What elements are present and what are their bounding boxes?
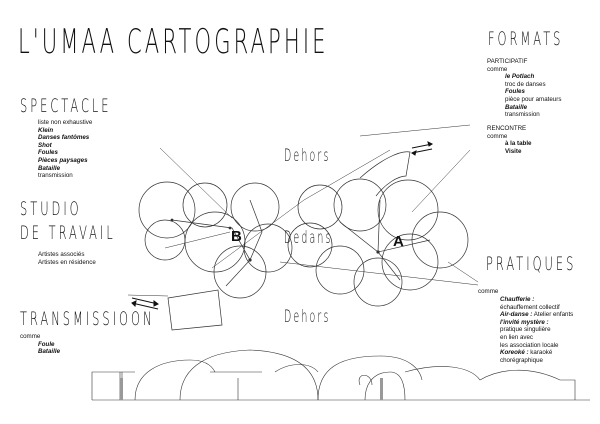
transmission-item: Bataille bbox=[38, 348, 61, 356]
studio-heading-line1: STUDIO bbox=[20, 198, 82, 220]
ramp-left bbox=[167, 289, 223, 331]
spectacle-item: Klein bbox=[38, 126, 54, 134]
spectacle-list: liste non exhaustive Klein Danses fantôm… bbox=[38, 119, 92, 180]
pratique-desc: en lien avec bbox=[500, 333, 534, 341]
spectacle-intro: liste non exhaustive bbox=[38, 119, 93, 126]
transmission-item: Foule bbox=[38, 340, 55, 348]
spectacle-item: Danses fantômes bbox=[38, 134, 90, 142]
transmission-list: comme Foule Bataille bbox=[20, 333, 60, 356]
page-title: L'UMAA CARTOGRAPHIE bbox=[18, 22, 329, 62]
zone-b-label: B bbox=[231, 228, 242, 245]
pratiques-heading: PRATIQUES bbox=[486, 253, 577, 275]
studio-list: Artistes associés Artistes en résidence bbox=[38, 251, 96, 266]
pratique-desc: pratique singulière bbox=[500, 326, 551, 334]
pratique-desc: karaoké bbox=[530, 349, 553, 357]
participatif-item-name: Foules bbox=[505, 88, 525, 96]
pratique-name: Chaufferie : bbox=[500, 296, 535, 303]
pratique-desc: les association locale bbox=[500, 341, 559, 349]
formats-heading: FORMATS bbox=[488, 28, 564, 50]
participatif-intro: comme bbox=[487, 65, 508, 73]
rencontre-intro: comme bbox=[487, 132, 508, 140]
formats-participatif: PARTICIPATIF comme le Potlach troc de da… bbox=[487, 58, 561, 119]
rencontre-item: Visite bbox=[505, 147, 522, 155]
spectacle-item: Shot bbox=[38, 141, 52, 149]
pratiques-list: Chaufferie : échauffement collectif Air-… bbox=[500, 296, 573, 364]
zone-a-label: A bbox=[393, 233, 404, 250]
dedans-label: Dedans bbox=[284, 228, 333, 248]
participatif-item-name: Bataille bbox=[505, 103, 528, 111]
participatif-item-desc: transmission bbox=[505, 111, 540, 119]
participatif-item-desc: pièce pour amateurs bbox=[505, 95, 562, 103]
spectacle-heading: SPECTACLE bbox=[20, 95, 112, 117]
participatif-item-desc: troc de danses bbox=[505, 80, 546, 88]
formats-rencontre: RENCONTRE comme à la table Visite bbox=[487, 125, 531, 155]
pratique-name: Koreoké : bbox=[500, 349, 529, 357]
studio-heading-line2: DE TRAVAIL bbox=[20, 222, 116, 244]
pratique-desc: chorégraphique bbox=[500, 356, 544, 364]
rencontre-label: RENCONTRE bbox=[487, 125, 527, 132]
pratiques-intro: comme bbox=[478, 288, 499, 295]
studio-item: Artistes associés bbox=[38, 251, 85, 258]
transmission-intro: comme bbox=[20, 333, 41, 340]
participatif-item-name: le Potlach bbox=[505, 73, 535, 81]
studio-item: Artistes en résidence bbox=[38, 258, 96, 266]
pratique-desc: échauffement collectif bbox=[500, 303, 560, 311]
pratique-name: l'invité mystère : bbox=[500, 318, 549, 326]
spectacle-item: Foules bbox=[38, 149, 58, 157]
pratique-name: Air-danse : bbox=[500, 311, 533, 319]
participatif-label: PARTICIPATIF bbox=[487, 58, 528, 65]
spectacle-item: Bataille bbox=[38, 164, 61, 172]
spectacle-item: transmission bbox=[38, 172, 73, 180]
dehors-top-label: Dehors bbox=[284, 146, 331, 166]
pratique-desc: Atelier enfants bbox=[533, 311, 574, 319]
rencontre-item: à la table bbox=[505, 140, 532, 148]
ramp-right bbox=[359, 151, 411, 197]
transmission-heading: TRANSMISSIOON bbox=[20, 308, 155, 330]
dehors-bottom-label: Dehors bbox=[284, 307, 331, 327]
spectacle-item: Pièces paysages bbox=[38, 156, 88, 164]
